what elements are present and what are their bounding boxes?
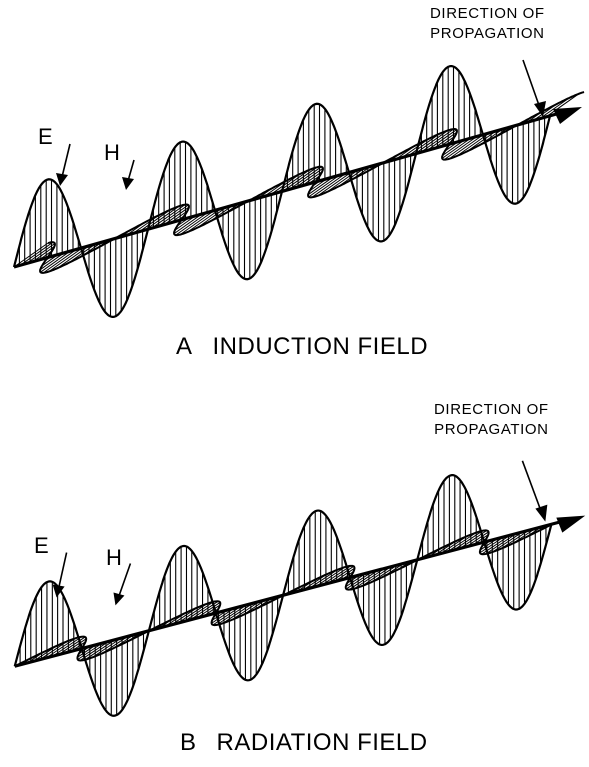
induction-field-diagram: [0, 0, 589, 383]
induction-field-caption: A INDUCTION FIELD: [176, 333, 428, 361]
direction-of-propagation-label: DIRECTION OF PROPAGATION: [434, 400, 549, 440]
radiation-field-diagram: [0, 383, 589, 766]
propagation-arrowhead: [553, 107, 582, 124]
propagation-axis: [15, 522, 562, 667]
h-pointer-arrow: [122, 160, 134, 190]
h-field-label: H: [106, 546, 122, 570]
direction-pointer-arrow: [522, 461, 547, 522]
propagation-arrowhead: [556, 516, 585, 533]
h-field-label: H: [104, 141, 120, 165]
h-field-letter: H: [106, 545, 122, 570]
induction-field-panel: DIRECTION OF PROPAGATION E H A INDUCTION …: [0, 0, 589, 383]
h-field-letter: H: [104, 140, 120, 165]
radiation-field-panel: DIRECTION OF PROPAGATION E H B RADIATION …: [0, 383, 589, 767]
direction-of-propagation-label: DIRECTION OF PROPAGATION: [430, 4, 545, 44]
caption-text: RADIATION FIELD: [217, 729, 428, 757]
e-pointer-arrow: [56, 144, 70, 186]
caption-letter: B: [180, 729, 197, 757]
h-wave-hatching: [14, 94, 579, 273]
e-field-label: E: [34, 534, 49, 558]
direction-label-line2: PROPAGATION: [430, 24, 545, 44]
e-pointer-arrow: [53, 553, 67, 598]
e-field-letter: E: [38, 124, 53, 149]
caption-text: INDUCTION FIELD: [213, 333, 429, 361]
e-field-letter: E: [34, 533, 49, 558]
direction-label-line1: DIRECTION OF: [434, 400, 549, 420]
caption-letter: A: [176, 333, 193, 361]
direction-label-line1: DIRECTION OF: [430, 4, 545, 24]
direction-pointer-arrow: [523, 60, 546, 117]
radiation-field-caption: B RADIATION FIELD: [180, 729, 428, 757]
direction-label-line2: PROPAGATION: [434, 420, 549, 440]
propagation-axis: [14, 113, 560, 267]
e-field-label: E: [38, 125, 53, 149]
